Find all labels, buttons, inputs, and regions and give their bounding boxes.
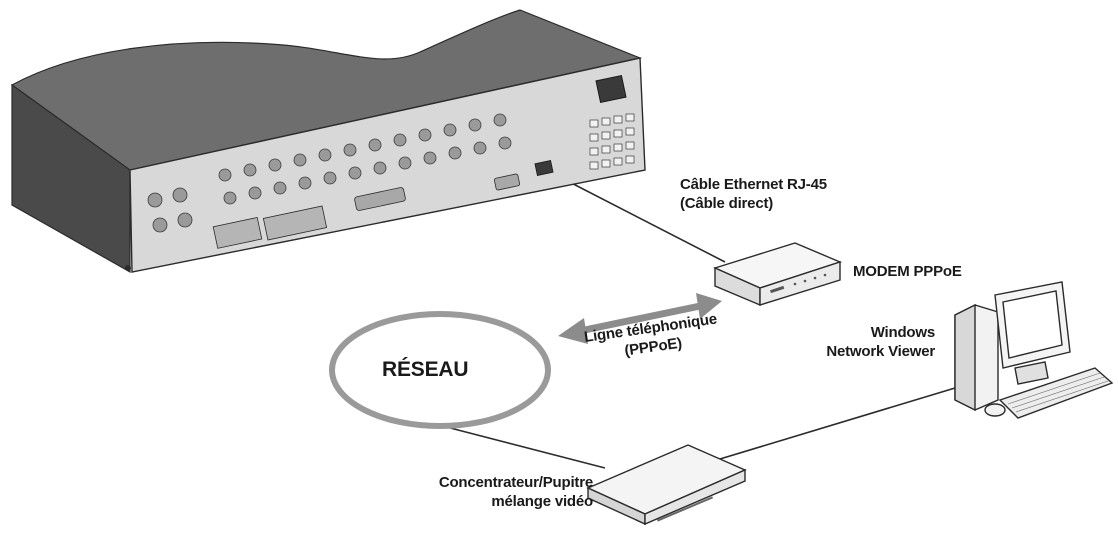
hub-label: Concentrateur/Pupitre mélange vidéo <box>393 473 593 511</box>
hub-to-pc-line <box>709 387 956 463</box>
modem-icon <box>713 242 843 307</box>
pc-label-line1: Windows <box>870 324 935 341</box>
ethernet-cable-label: Câble Ethernet RJ-45 (Câble direct) <box>680 175 827 213</box>
network-label-text: RÉSEAU <box>382 358 469 381</box>
network-cloud-icon <box>329 311 551 429</box>
network-label: RÉSEAU <box>382 357 469 383</box>
modem-label-text: MODEM PPPoE <box>853 263 962 280</box>
hub-switch-icon <box>586 444 747 526</box>
phone-line-arrow-icon <box>558 293 722 344</box>
hub-label-line1: Concentrateur/Pupitre <box>438 474 593 491</box>
desktop-computer-icon <box>954 281 1114 419</box>
pc-label-line2: Network Viewer <box>826 343 935 360</box>
hub-label-line2: mélange vidéo <box>491 493 593 510</box>
dvr-rear-panel-icon <box>10 9 646 274</box>
pc-label: Windows Network Viewer <box>808 323 935 361</box>
ethernet-cable-label-line2: (Câble direct) <box>680 195 774 212</box>
ethernet-cable-line <box>549 171 726 263</box>
modem-label: MODEM PPPoE <box>853 262 962 281</box>
ethernet-cable-label-line1: Câble Ethernet RJ-45 <box>680 176 827 193</box>
